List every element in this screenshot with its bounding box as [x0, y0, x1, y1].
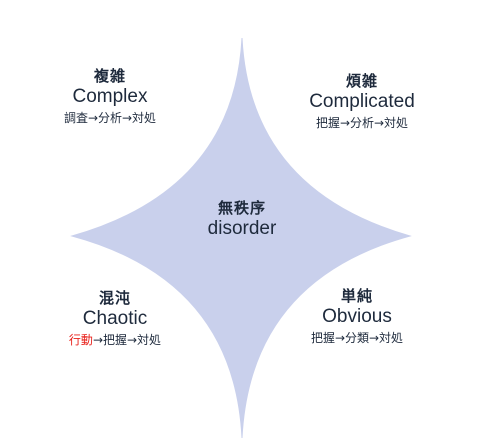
star-fill: [70, 37, 412, 439]
obvious-jp-label: 単純: [340, 287, 373, 305]
quadrant-chaotic: 混沌 Chaotic 行動→把握→対処: [40, 288, 190, 349]
chaotic-steps-rest: →把握→対処: [92, 333, 162, 347]
chaotic-en-label: Chaotic: [82, 308, 148, 329]
complex-steps: 調査→分析→対処: [63, 111, 157, 125]
complicated-en-label: Complicated: [309, 91, 415, 112]
disorder-en-label: disorder: [207, 218, 277, 239]
complex-jp-label: 複雑: [93, 67, 126, 85]
complicated-steps: 把握→分析→対処: [315, 116, 409, 130]
obvious-en-label: Obvious: [322, 306, 392, 327]
complicated-jp-label: 煩雑: [345, 72, 378, 90]
disorder-jp-label: 無秩序: [217, 199, 266, 217]
obvious-steps: 把握→分類→対処: [310, 331, 404, 345]
chaotic-steps-highlight: 行動: [68, 333, 93, 347]
complex-en-label: Complex: [72, 86, 148, 107]
chaotic-jp-label: 混沌: [98, 289, 131, 307]
quadrant-complicated: 煩雑 Complicated 把握→分析→対処: [287, 71, 437, 132]
quadrant-disorder: 無秩序 disorder: [182, 198, 302, 240]
quadrant-obvious: 単純 Obvious 把握→分類→対処: [282, 286, 432, 347]
chaotic-steps: 行動→把握→対処: [40, 331, 190, 349]
quadrant-complex: 複雑 Complex 調査→分析→対処: [40, 66, 180, 127]
